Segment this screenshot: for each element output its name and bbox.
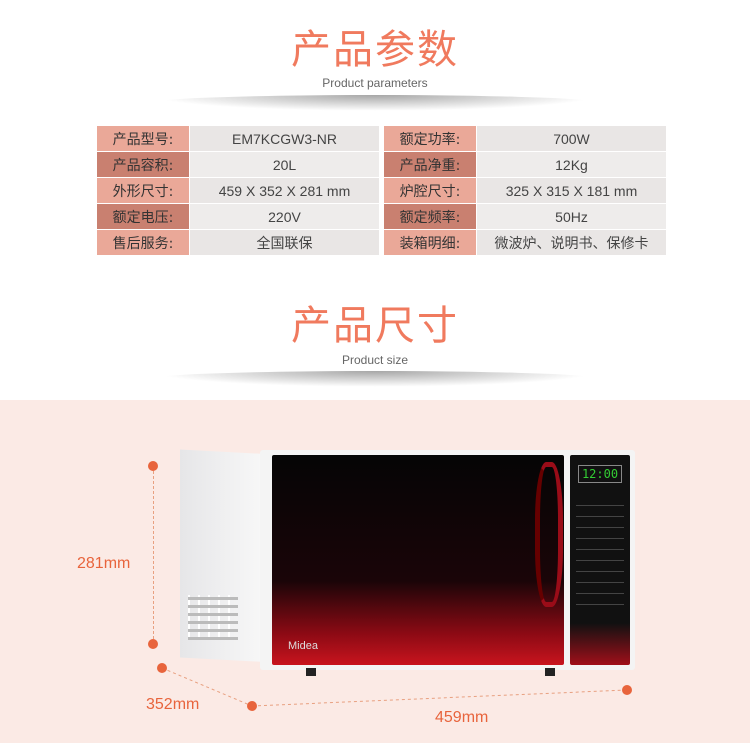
divider-shadow — [150, 371, 600, 387]
width-label: 459mm — [435, 709, 489, 726]
param-label: 产品型号: — [97, 126, 189, 151]
microwave-door — [272, 455, 564, 665]
control-buttons — [576, 495, 624, 615]
divider-shadow — [150, 95, 600, 111]
table-row: 产品净重:12Kg — [384, 152, 666, 178]
table-row: 额定频率:50Hz — [384, 204, 666, 230]
param-value: 459 X 352 X 281 mm — [189, 178, 379, 203]
params-title: 产品参数 — [291, 27, 459, 73]
param-value: 700W — [476, 126, 666, 151]
size-title: 产品尺寸 — [291, 303, 459, 349]
table-row: 外形尺寸:459 X 352 X 281 mm — [97, 178, 379, 204]
height-label: 281mm — [77, 555, 131, 572]
param-value: 220V — [189, 204, 379, 229]
param-label: 产品净重: — [384, 152, 476, 177]
param-label: 炉腔尺寸: — [384, 178, 476, 203]
params-subtitle: Product parameters — [322, 76, 428, 90]
param-value: 全国联保 — [189, 230, 379, 255]
size-subtitle: Product size — [341, 353, 409, 367]
dim-dot — [622, 685, 632, 695]
param-label: 外形尺寸: — [97, 178, 189, 203]
height-line — [153, 466, 154, 644]
param-label: 售后服务: — [97, 230, 189, 255]
param-value: 50Hz — [476, 204, 666, 229]
table-row: 产品型号:EM7KCGW3-NR — [97, 126, 379, 152]
clock-display: 12:00 — [578, 465, 622, 483]
product-size-section: 281mm 352mm 459mm Midea 12:00 — [0, 400, 750, 743]
param-value: 微波炉、说明书、保修卡 — [476, 230, 666, 255]
microwave: Midea 12:00 — [180, 449, 635, 676]
brand-logo: Midea — [288, 640, 318, 652]
param-value: 12Kg — [476, 152, 666, 177]
depth-label: 352mm — [146, 696, 200, 713]
params-table-left: 产品型号:EM7KCGW3-NR 产品容积:20L 外形尺寸:459 X 352… — [97, 126, 379, 256]
control-panel: 12:00 — [570, 455, 630, 665]
param-label: 额定电压: — [97, 204, 189, 229]
param-value: 325 X 315 X 181 mm — [476, 178, 666, 203]
table-row: 额定电压:220V — [97, 204, 379, 230]
table-row: 售后服务:全国联保 — [97, 230, 379, 256]
table-row: 炉腔尺寸:325 X 315 X 181 mm — [384, 178, 666, 204]
param-label: 产品容积: — [97, 152, 189, 177]
foot — [306, 668, 316, 676]
table-row: 额定功率:700W — [384, 126, 666, 152]
table-row: 产品容积:20L — [97, 152, 379, 178]
vent-grille — [188, 595, 238, 640]
dim-dot — [148, 639, 158, 649]
param-value: 20L — [189, 152, 379, 177]
param-value: EM7KCGW3-NR — [189, 126, 379, 151]
dim-dot — [157, 663, 167, 673]
dim-dot — [247, 701, 257, 711]
param-label: 装箱明细: — [384, 230, 476, 255]
foot — [545, 668, 555, 676]
params-table-right: 额定功率:700W 产品净重:12Kg 炉腔尺寸:325 X 315 X 181… — [384, 126, 666, 256]
param-label: 额定频率: — [384, 204, 476, 229]
param-label: 额定功率: — [384, 126, 476, 151]
table-row: 装箱明细:微波炉、说明书、保修卡 — [384, 230, 666, 256]
dimension-lines — [161, 667, 628, 707]
dim-dot — [148, 461, 158, 471]
door-handle — [535, 462, 563, 607]
